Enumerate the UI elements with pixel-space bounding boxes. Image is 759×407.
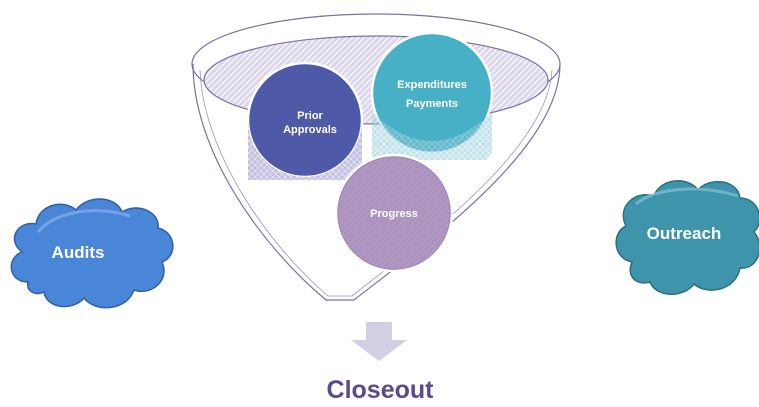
bubble-label-approvals: Approvals bbox=[283, 124, 337, 136]
bubble-label-payments: Payments bbox=[406, 98, 458, 110]
bubble-progress: Progress bbox=[334, 153, 454, 273]
closeout-label: Closeout bbox=[327, 376, 435, 404]
cloud-outreach: Outreach bbox=[615, 180, 759, 295]
funnel-body bbox=[192, 63, 561, 301]
down-arrow-icon bbox=[351, 322, 407, 361]
bubble-prior-approvals: Prior Approvals bbox=[246, 61, 364, 180]
bubble-label-expenditures: Expenditures bbox=[397, 79, 467, 91]
bubble-label-progress: Progress bbox=[370, 208, 418, 220]
bubble-expenditures-payments: Expenditures Payments bbox=[370, 31, 494, 160]
cloud-label-audits: Audits bbox=[52, 243, 105, 262]
cloud-label-outreach: Outreach bbox=[647, 224, 722, 243]
bubble-label-prior: Prior bbox=[297, 110, 323, 122]
cloud-audits: Audits bbox=[10, 198, 174, 309]
